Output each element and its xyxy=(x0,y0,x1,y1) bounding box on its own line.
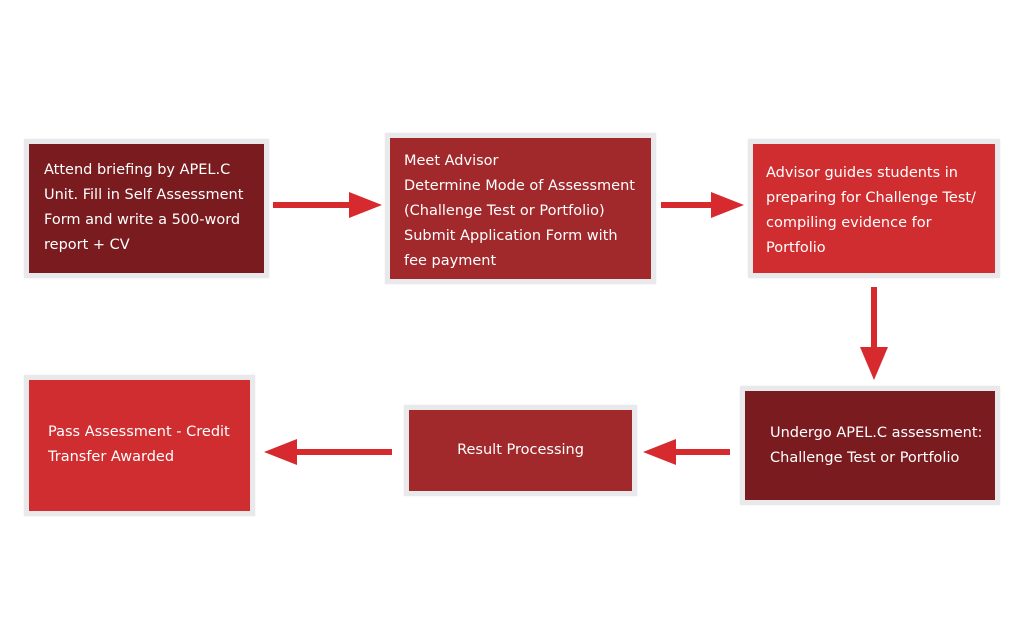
step-meet-advisor-text: Meet Advisor Determine Mode of Assessmen… xyxy=(404,153,635,269)
step-result-processing-text: Result Processing xyxy=(457,442,584,458)
arrow-down-1 xyxy=(860,287,888,380)
step-advisor-guides-text: Advisor guides students in preparing for… xyxy=(766,165,976,256)
arrow-left-2 xyxy=(264,439,392,465)
step-attend-briefing-text: Attend briefing by APEL.C Unit. Fill in … xyxy=(44,162,244,253)
step-meet-advisor: Meet Advisor Determine Mode of Assessmen… xyxy=(385,133,656,284)
step-pass-assessment: Pass Assessment - Credit Transfer Awarde… xyxy=(24,375,255,516)
arrow-right-2 xyxy=(661,192,744,218)
step-attend-briefing: Attend briefing by APEL.C Unit. Fill in … xyxy=(24,139,269,278)
step-undergo-assessment: Undergo APEL.C assessment: Challenge Tes… xyxy=(740,386,1000,505)
step-advisor-guides: Advisor guides students in preparing for… xyxy=(748,139,1000,278)
step-result-processing: Result Processing xyxy=(404,405,637,496)
arrow-right-1 xyxy=(273,192,382,218)
arrow-left-1 xyxy=(643,439,730,465)
step-undergo-assessment-text: Undergo APEL.C assessment: Challenge Tes… xyxy=(770,425,983,466)
step-pass-assessment-text: Pass Assessment - Credit Transfer Awarde… xyxy=(48,424,230,465)
